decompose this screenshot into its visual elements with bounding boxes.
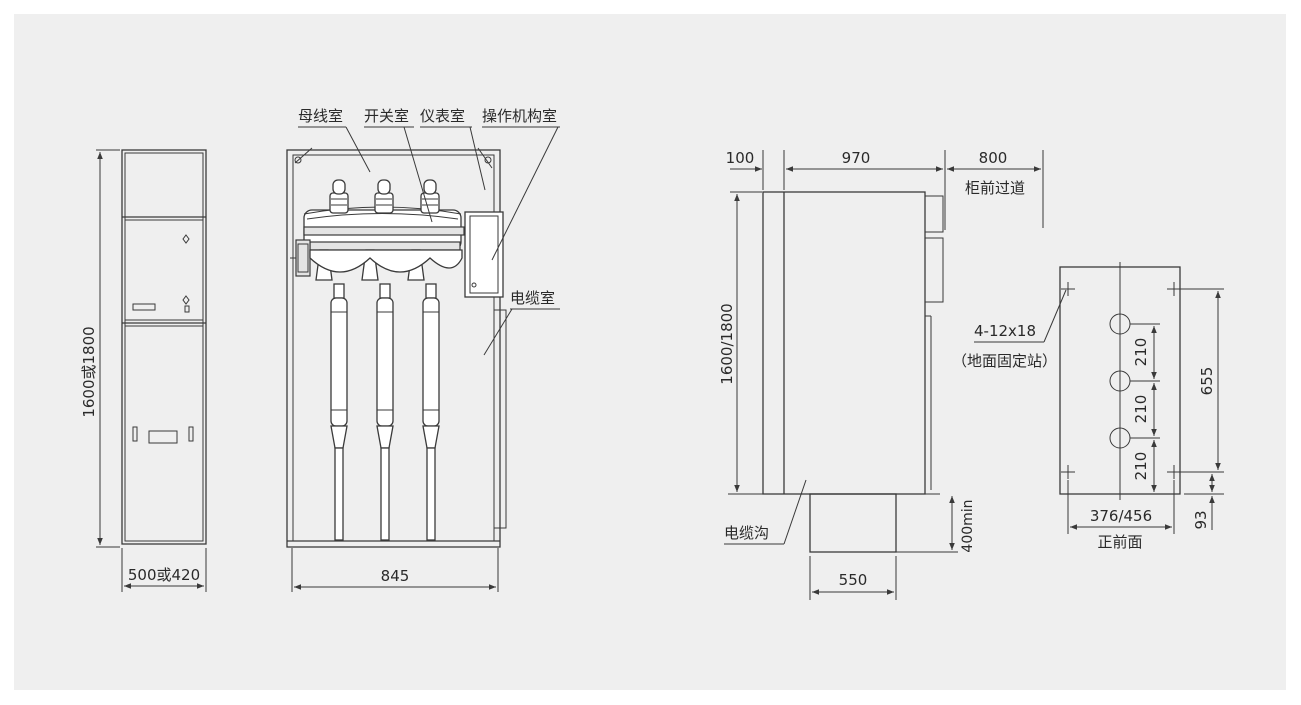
side-dim-top-mid: 970 (842, 149, 871, 167)
fixing-hole (1167, 282, 1181, 296)
viewing-window (148, 430, 178, 444)
cable-trench (809, 493, 897, 553)
front-aisle-label: 柜前过道 (965, 179, 1025, 197)
base-plan-view: 4-12x18 （地面固定站） 210 210 210 655 93 376/4… (952, 262, 1224, 551)
fuse-column (422, 283, 440, 541)
fixing-hole (1167, 465, 1181, 479)
door-handle (188, 426, 194, 442)
top-insulator (374, 179, 394, 214)
load-switch-unit (290, 206, 465, 281)
fixing-holes-note: （地面固定站） (952, 352, 1057, 370)
hole-spacing-2: 210 (1132, 395, 1150, 424)
section-width-label: 845 (381, 567, 410, 585)
busbar-room-label: 母线室 (298, 107, 343, 125)
instrument-room-label: 仪表室 (420, 107, 465, 125)
front-height-label: 1600或1800 (80, 326, 98, 417)
cable-room-label: 电缆室 (510, 289, 555, 307)
fuse-column (376, 283, 394, 541)
nameplate-slot (132, 303, 156, 311)
door-lock-icon (182, 295, 190, 305)
front-view: 1600或1800 500或420 (80, 149, 207, 592)
front-width-label: 500或420 (128, 566, 200, 584)
base-depth-label: 655 (1198, 367, 1216, 396)
instrument-door (124, 219, 204, 321)
top-insulator (420, 179, 440, 214)
trench-width-label: 550 (839, 571, 868, 589)
fixing-hole (1061, 282, 1075, 296)
switch-room-label: 开关室 (364, 107, 409, 125)
front-side-label: 正前面 (1097, 533, 1142, 551)
side-dim-top-left: 100 (726, 149, 755, 167)
door-handle (132, 426, 138, 442)
trench-depth-label: 400min (960, 499, 976, 552)
side-cabinet-outline (762, 191, 926, 495)
mechanism-room-label: 操作机构室 (482, 107, 557, 125)
hole-spacing-1: 210 (1132, 338, 1150, 367)
hole-spacing-3: 210 (1132, 452, 1150, 481)
section-cabinet-outline (286, 149, 501, 548)
base-offset-label: 93 (1192, 510, 1210, 529)
side-view: 100 970 800 柜前过道 1600/1800 电缆沟 400min 55… (718, 149, 1044, 600)
side-dim-top-right: 800 (979, 149, 1008, 167)
door-lock-icon (182, 234, 190, 244)
front-cabinet-outline (121, 149, 207, 545)
side-height-label: 1600/1800 (718, 303, 736, 384)
fixing-holes-label: 4-12x18 (974, 322, 1036, 340)
fuse-column (330, 283, 348, 541)
drawing-panel (14, 14, 1286, 690)
section-view: 母线室 开关室 仪表室 操作机构室 电缆室 845 (286, 107, 560, 592)
cable-trench-label: 电缆沟 (724, 524, 769, 542)
base-width-label: 376/456 (1090, 507, 1152, 525)
fixing-hole (1061, 465, 1075, 479)
cable-door (124, 325, 204, 542)
top-insulator (329, 179, 349, 214)
instrument-box (464, 211, 504, 298)
